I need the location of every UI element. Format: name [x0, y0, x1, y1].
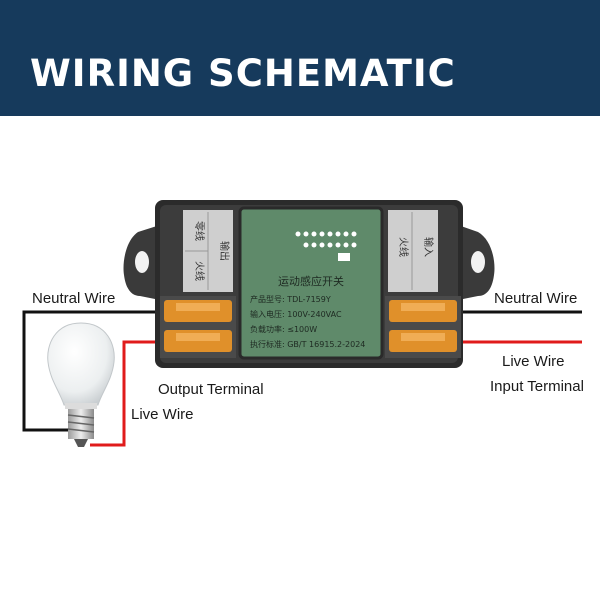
led-dots-icon	[295, 231, 357, 261]
live-wire-right-label: Live Wire	[502, 353, 565, 370]
output-terminal-block	[160, 296, 236, 358]
input-terminal-block	[385, 296, 461, 358]
left-label-neutral: 零线	[193, 221, 206, 241]
left-label-live: 火线	[193, 261, 206, 281]
left-label-output: 输出	[218, 241, 231, 261]
light-bulb-icon	[47, 322, 115, 447]
live-wire-left-label: Live Wire	[131, 406, 194, 423]
right-label-live: 火线	[397, 237, 410, 257]
header-banner: WIRING SCHEMATIC	[0, 0, 600, 116]
module-standard: 执行标准: GB/T 16915.2-2024	[250, 339, 365, 349]
module-model: 产品型号: TDL-7159Y	[250, 294, 331, 304]
wiring-diagram: 零线 火线 输出 火线 输入 运动感应开关 产品型号: TDL-7159Y 输入…	[22, 200, 584, 447]
page-title: WIRING SCHEMATIC	[30, 52, 456, 95]
motion-switch-module: 零线 火线 输出 火线 输入 运动感应开关 产品型号: TDL-7159Y 输入…	[123, 200, 495, 368]
neutral-wire-left-label: Neutral Wire	[32, 290, 115, 307]
module-voltage: 输入电压: 100V-240VAC	[250, 309, 342, 319]
module-name: 运动感应开关	[278, 274, 344, 288]
input-terminal-label: Input Terminal	[490, 378, 584, 395]
module-power: 负载功率: ≤100W	[250, 324, 317, 334]
wires	[22, 310, 582, 447]
live-wire-left	[90, 340, 165, 447]
neutral-wire-left	[22, 310, 165, 432]
right-label-input: 输入	[422, 237, 435, 257]
output-terminal-label: Output Terminal	[158, 381, 264, 398]
neutral-wire-right-label: Neutral Wire	[494, 290, 577, 307]
